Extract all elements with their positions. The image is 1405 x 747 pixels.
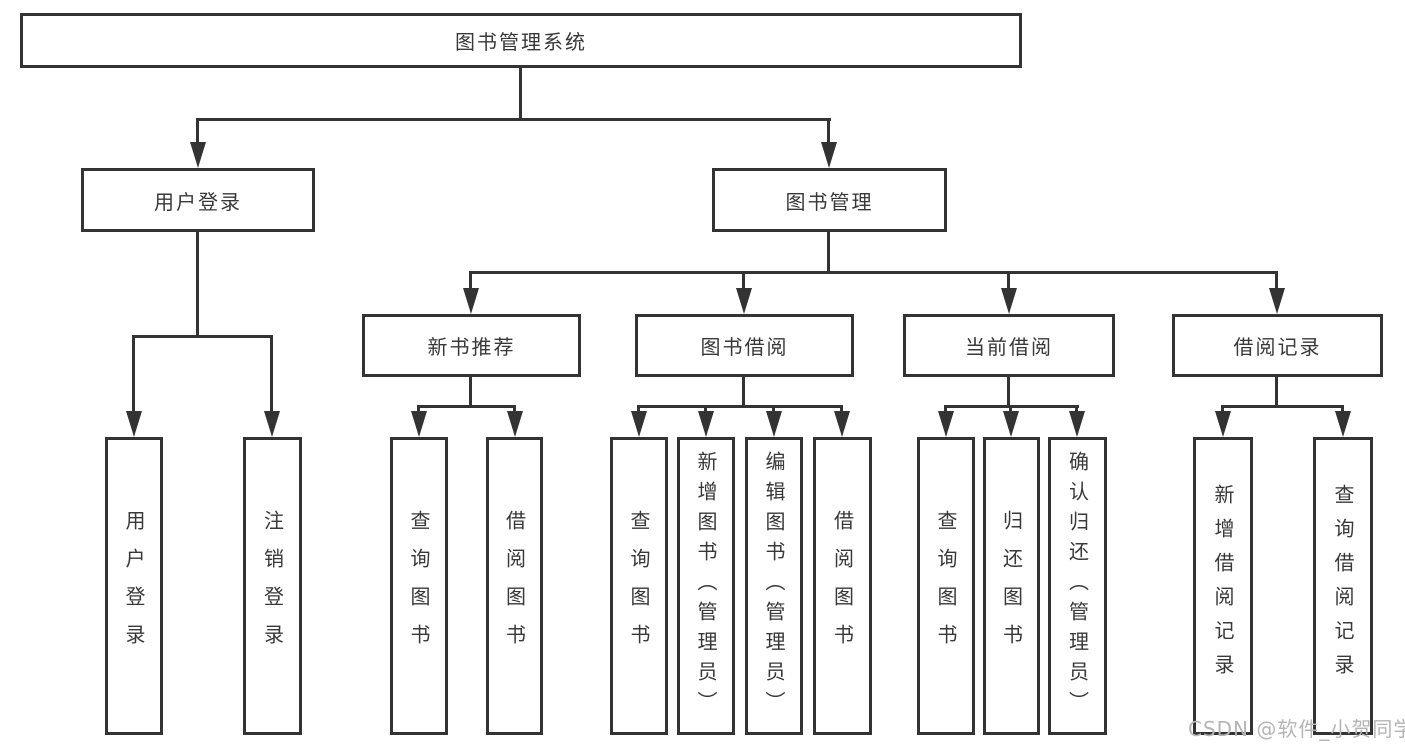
connector-arrowhead xyxy=(264,411,280,437)
connector-vline xyxy=(1341,405,1344,411)
node-current-borrow: 当前借阅 xyxy=(903,314,1115,377)
connector-vline xyxy=(519,68,522,118)
connector-arrowhead xyxy=(190,142,206,168)
leaf-borrow-edit-books-admin: 编辑图书（管理员） xyxy=(745,437,803,735)
connector-vline xyxy=(704,405,707,411)
node-book-borrow: 图书借阅 xyxy=(635,314,854,377)
connector-vline xyxy=(827,118,830,142)
connector-vline xyxy=(1075,405,1078,411)
connector-arrowhead xyxy=(1003,411,1019,437)
leaf-records-add-record-label: 新增借阅记录 xyxy=(1211,484,1235,688)
connector-vline xyxy=(1007,377,1010,405)
leaf-newbook-borrow-books: 借阅图书 xyxy=(486,437,543,735)
csdn-watermark: CSDN @软件_小贺同学 xyxy=(1188,717,1405,741)
leaf-borrow-add-books-admin: 新增图书（管理员） xyxy=(677,437,735,735)
connector-arrowhead xyxy=(411,411,427,437)
connector-arrowhead xyxy=(1269,288,1285,314)
connector-hline xyxy=(132,335,273,338)
leaf-current-query-books: 查询图书 xyxy=(917,437,975,735)
connector-vline xyxy=(944,405,947,411)
connector-arrowhead xyxy=(1069,411,1085,437)
connector-arrowhead xyxy=(507,411,523,437)
leaf-records-add-record: 新增借阅记录 xyxy=(1193,437,1253,735)
connector-vline xyxy=(1275,271,1278,288)
connector-hline xyxy=(1221,405,1344,408)
node-new-book-recommend: 新书推荐 xyxy=(362,314,581,377)
connector-vline xyxy=(270,335,273,411)
connector-vline xyxy=(196,232,199,335)
connector-hline xyxy=(417,405,516,408)
connector-arrowhead xyxy=(698,411,714,437)
node-user-login: 用户登录 xyxy=(81,168,315,232)
node-borrow-records-label: 借阅记录 xyxy=(1233,335,1322,359)
connector-arrowhead xyxy=(736,288,752,314)
connector-vline xyxy=(469,377,472,405)
connector-arrowhead xyxy=(1001,288,1017,314)
connector-vline xyxy=(132,335,135,411)
connector-hline xyxy=(637,405,843,408)
node-book-management: 图书管理 xyxy=(712,168,947,232)
connector-vline xyxy=(1221,405,1224,411)
node-borrow-records: 借阅记录 xyxy=(1172,314,1383,377)
leaf-borrow-borrow-books: 借阅图书 xyxy=(813,437,872,735)
connector-vline xyxy=(417,405,420,411)
connector-vline xyxy=(196,118,199,142)
connector-vline xyxy=(742,271,745,288)
connector-vline xyxy=(1009,405,1012,411)
leaf-logout: 注销登录 xyxy=(243,437,302,735)
leaf-logout-label: 注销登录 xyxy=(260,510,285,662)
connector-arrowhead xyxy=(631,411,647,437)
connector-hline xyxy=(196,118,831,121)
leaf-borrow-edit-books-admin-label: 编辑图书（管理员） xyxy=(762,451,786,721)
connector-arrowhead xyxy=(766,411,782,437)
node-book-management-label: 图书管理 xyxy=(785,189,874,214)
connector-vline xyxy=(1007,271,1010,288)
leaf-newbook-query-books-label: 查询图书 xyxy=(407,510,431,662)
connector-vline xyxy=(840,405,843,411)
leaf-borrow-query-books-label: 查询图书 xyxy=(627,510,651,662)
leaf-user-login: 用户登录 xyxy=(105,437,163,735)
leaf-borrow-borrow-books-label: 借阅图书 xyxy=(830,510,855,662)
leaf-current-confirm-return-admin: 确认归还（管理员） xyxy=(1048,437,1107,735)
connector-arrowhead xyxy=(938,411,954,437)
leaf-records-query-record: 查询借阅记录 xyxy=(1313,437,1373,735)
connector-vline xyxy=(827,232,830,271)
leaf-records-query-record-label: 查询借阅记录 xyxy=(1331,484,1355,688)
connector-vline xyxy=(637,405,640,411)
connector-vline xyxy=(469,271,472,288)
node-user-login-label: 用户登录 xyxy=(154,189,242,214)
connector-arrowhead xyxy=(126,411,142,437)
connector-vline xyxy=(772,405,775,411)
leaf-borrow-add-books-admin-label: 新增图书（管理员） xyxy=(694,451,718,721)
connector-arrowhead xyxy=(834,411,850,437)
node-root-label: 图书管理系统 xyxy=(455,30,587,54)
connector-vline xyxy=(742,377,745,405)
leaf-current-query-books-label: 查询图书 xyxy=(934,510,958,662)
leaf-current-return-books-label: 归还图书 xyxy=(999,510,1024,662)
connector-vline xyxy=(513,405,516,411)
connector-arrowhead xyxy=(1335,411,1351,437)
leaf-user-login-label: 用户登录 xyxy=(122,510,146,662)
leaf-newbook-query-books: 查询图书 xyxy=(390,437,448,735)
leaf-borrow-query-books: 查询图书 xyxy=(610,437,668,735)
connector-vline xyxy=(1275,377,1278,405)
connector-arrowhead xyxy=(821,142,837,168)
leaf-current-confirm-return-admin-label: 确认归还（管理员） xyxy=(1065,451,1090,721)
connector-arrowhead xyxy=(463,288,479,314)
leaf-newbook-borrow-books-label: 借阅图书 xyxy=(502,510,527,662)
connector-hline xyxy=(469,271,1278,274)
connector-arrowhead xyxy=(1215,411,1231,437)
node-new-book-recommend-label: 新书推荐 xyxy=(427,335,516,359)
node-book-borrow-label: 图书借阅 xyxy=(700,335,789,359)
leaf-current-return-books: 归还图书 xyxy=(983,437,1040,735)
node-current-borrow-label: 当前借阅 xyxy=(965,335,1053,359)
node-root: 图书管理系统 xyxy=(20,13,1022,68)
